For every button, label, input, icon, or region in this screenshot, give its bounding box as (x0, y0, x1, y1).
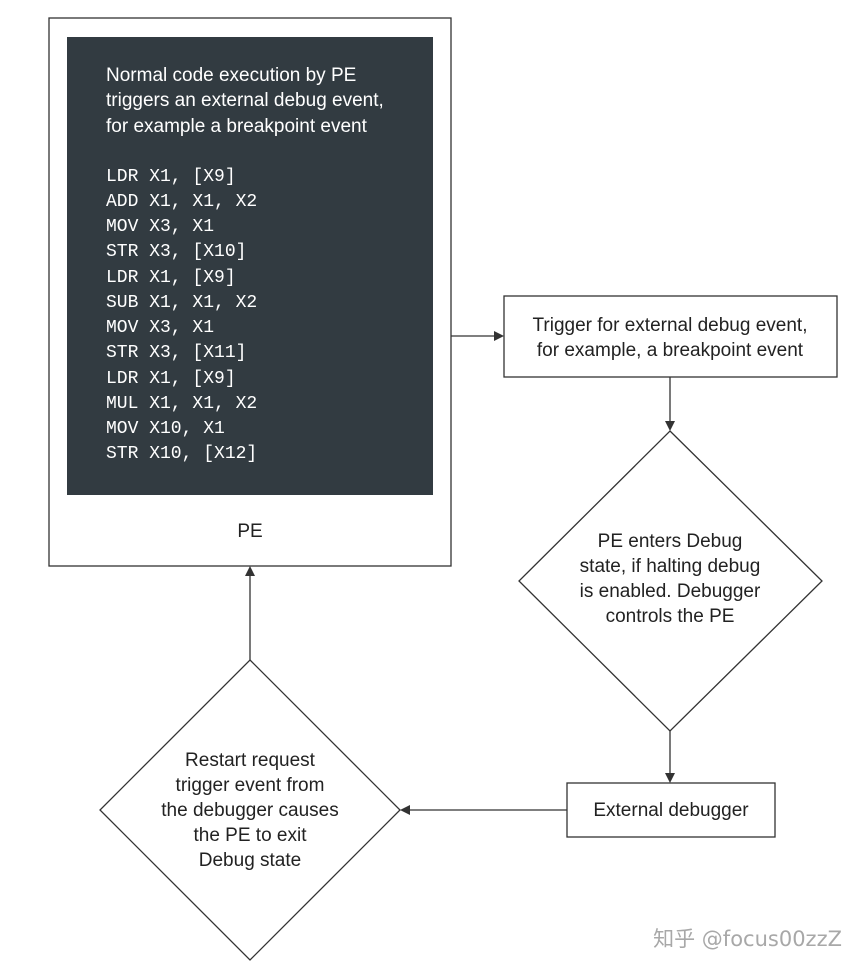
restart-line: Restart request (185, 750, 316, 771)
watermark: 知乎 @focus00zzZ (653, 927, 842, 951)
code-line: SUB X1, X1, X2 (106, 293, 257, 313)
pe-description-line: Normal code execution by PE (106, 65, 356, 86)
code-line: STR X3, [X11] (106, 343, 246, 363)
code-line: STR X3, [X10] (106, 242, 246, 262)
arrowhead-debugger-to-restart (400, 805, 410, 815)
restart-line: the debugger causes (161, 800, 338, 821)
pe-description-line: triggers an external debug event, (106, 90, 384, 111)
debug-state-line: PE enters Debug (598, 531, 743, 552)
pe-label: PE (237, 521, 262, 542)
external-debugger-label: External debugger (593, 800, 749, 821)
code-line: LDR X1, [X9] (106, 268, 236, 288)
debug-state-line: controls the PE (606, 606, 735, 627)
arrowhead-restart-to-pe (245, 566, 255, 576)
arrowhead-debug-state-to-debugger (665, 773, 675, 783)
arrowhead-trigger-to-debug-state (665, 421, 675, 431)
code-line: ADD X1, X1, X2 (106, 192, 257, 212)
trigger-line: Trigger for external debug event, (533, 315, 808, 336)
debug-state-line: state, if halting debug (580, 556, 761, 577)
code-line: LDR X1, [X9] (106, 369, 236, 389)
debug-state-line: is enabled. Debugger (580, 581, 761, 602)
restart-line: Debug state (199, 850, 301, 871)
restart-line: the PE to exit (193, 825, 307, 846)
code-line: MOV X10, X1 (106, 419, 225, 439)
code-line: STR X10, [X12] (106, 444, 257, 464)
arrowhead-pe-to-trigger (494, 331, 504, 341)
code-line: MOV X3, X1 (106, 217, 214, 237)
restart-diamond (99, 659, 401, 961)
code-line: LDR X1, [X9] (106, 167, 236, 187)
pe-description-line: for example a breakpoint event (106, 116, 368, 137)
code-line: MOV X3, X1 (106, 318, 214, 338)
trigger-box (503, 295, 838, 378)
restart-line: trigger event from (176, 775, 325, 796)
code-line: MUL X1, X1, X2 (106, 394, 257, 414)
trigger-line: for example, a breakpoint event (537, 340, 804, 361)
code-panel (67, 37, 433, 495)
